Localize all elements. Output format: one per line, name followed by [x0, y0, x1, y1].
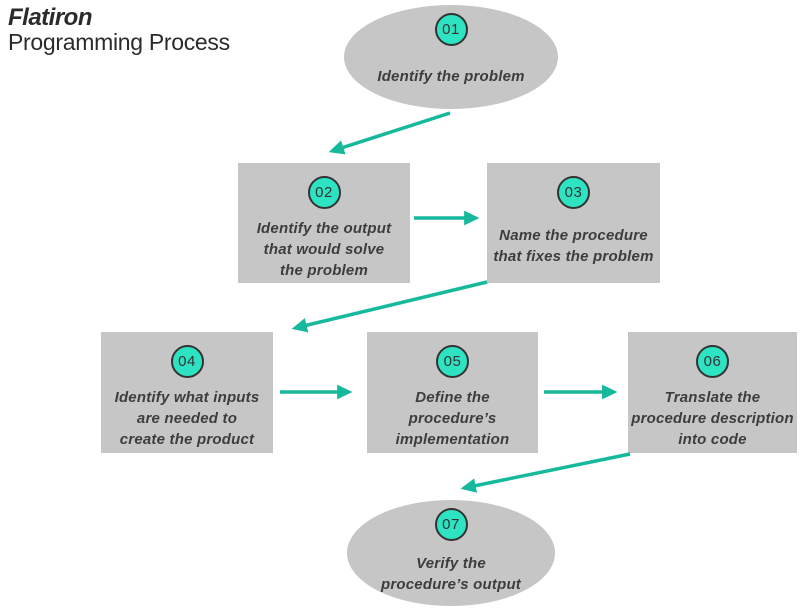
step-03-name-procedure: 03 Name the procedure that fixes the pro… [487, 163, 660, 283]
step-number-badge: 02 [307, 176, 341, 209]
arrow-03-to-04 [291, 280, 488, 333]
logo-brand: Flatiron [8, 4, 92, 31]
step-07-verify-output: 07 Verify the procedure’s output [347, 500, 555, 606]
step-06-translate-to-code: 06 Translate the procedure description i… [628, 332, 797, 453]
step-label: Identify what inputs are needed to creat… [114, 389, 260, 448]
step-number-badge: 05 [436, 345, 469, 378]
logo-subtitle: Programming Process [8, 29, 230, 55]
step-number-badge: 03 [557, 176, 590, 209]
step-number-badge: 07 [434, 508, 468, 541]
step-04-identify-inputs: 04 Identify what inputs are needed to cr… [101, 332, 273, 453]
step-05-define-implementation: 05 Define the procedure’s implementation [367, 332, 538, 453]
step-number-badge: 01 [434, 13, 468, 46]
step-label: Define the procedure’s implementation [395, 389, 510, 448]
step-label: Translate the procedure description into… [631, 389, 794, 448]
step-label: Identify the problem [377, 68, 525, 85]
step-02-identify-output: 02 Identify the output that would solve … [238, 163, 410, 283]
step-01-identify-problem: 01 Identify the problem [344, 5, 558, 109]
step-label: Verify the procedure’s output [381, 555, 521, 593]
logo: Flatiron Programming Process [8, 4, 230, 55]
arrow-01-to-02 [328, 111, 451, 155]
step-label: Name the procedure that fixes the proble… [493, 227, 654, 265]
step-label: Identify the output that would solve the… [256, 220, 392, 279]
step-number-badge: 04 [170, 345, 204, 378]
arrow-06-to-07 [460, 452, 631, 493]
step-number-badge: 06 [696, 345, 729, 378]
